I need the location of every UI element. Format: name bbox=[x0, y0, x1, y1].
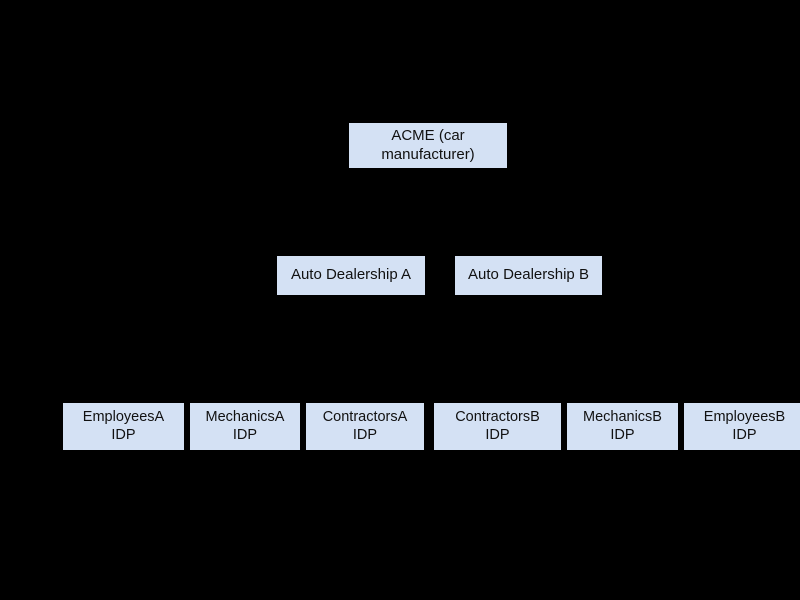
node-dealerships-0[interactable]: Auto Dealership A bbox=[277, 256, 425, 295]
node-dealerships-1[interactable]: Auto Dealership B bbox=[455, 256, 602, 295]
node-identity-providers-4[interactable]: MechanicsB IDP bbox=[567, 403, 678, 450]
node-identity-providers-3[interactable]: ContractorsB IDP bbox=[434, 403, 561, 450]
node-identity-providers-0[interactable]: EmployeesA IDP bbox=[63, 403, 184, 450]
node-identity-providers-1[interactable]: MechanicsA IDP bbox=[190, 403, 300, 450]
node-identity-providers-2[interactable]: ContractorsA IDP bbox=[306, 403, 424, 450]
node-identity-providers-5[interactable]: EmployeesB IDP bbox=[684, 403, 800, 450]
node-manufacturer-0[interactable]: ACME (car manufacturer) bbox=[349, 123, 507, 168]
